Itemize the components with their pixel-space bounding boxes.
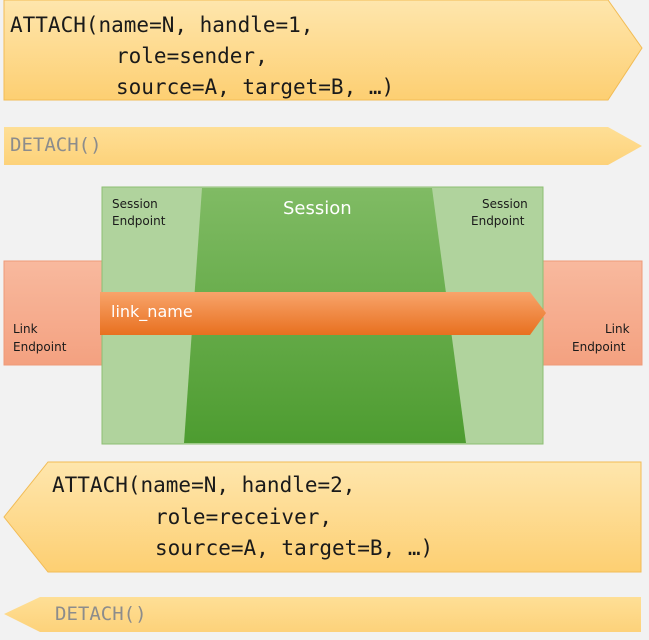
session-endpoint-left-line-2: Endpoint bbox=[112, 214, 166, 228]
attach-receiver-line-1: ATTACH(name=N, handle=2, bbox=[52, 473, 356, 497]
attach-sender-line-1: ATTACH(name=N, handle=1, bbox=[10, 13, 314, 37]
detach-top-arrow bbox=[4, 127, 642, 165]
link-name-arrow bbox=[100, 292, 546, 335]
session-endpoint-left-line-1: Session bbox=[112, 197, 158, 211]
link-endpoint-left-box bbox=[3, 260, 103, 366]
link-endpoint-right-line-2: Endpoint bbox=[572, 340, 626, 354]
link-endpoint-left-line-2: Endpoint bbox=[13, 340, 67, 354]
attach-receiver-line-2: role=receiver, bbox=[155, 505, 333, 529]
detach-top-label: DETACH() bbox=[10, 134, 102, 156]
attach-receiver-line-3: source=A, target=B, …) bbox=[155, 536, 434, 560]
link-endpoint-left-line-1: Link bbox=[13, 322, 38, 336]
detach-bottom-arrow bbox=[4, 597, 641, 632]
session-endpoint-right-line-1: Session bbox=[482, 197, 528, 211]
attach-sender-line-2: role=sender, bbox=[116, 44, 268, 68]
link-endpoint-right-box bbox=[542, 260, 643, 366]
attach-sender-arrow bbox=[3, 0, 643, 101]
link-endpoint-right-line-1: Link bbox=[605, 322, 630, 336]
detach-bottom-label: DETACH() bbox=[55, 603, 147, 625]
attach-sender-line-3: source=A, target=B, …) bbox=[116, 75, 395, 99]
link-name-label: link_name bbox=[111, 302, 193, 321]
attach-receiver-arrow bbox=[3, 461, 642, 573]
session-title: Session bbox=[283, 198, 352, 219]
session-endpoint-right-line-2: Endpoint bbox=[471, 214, 525, 228]
